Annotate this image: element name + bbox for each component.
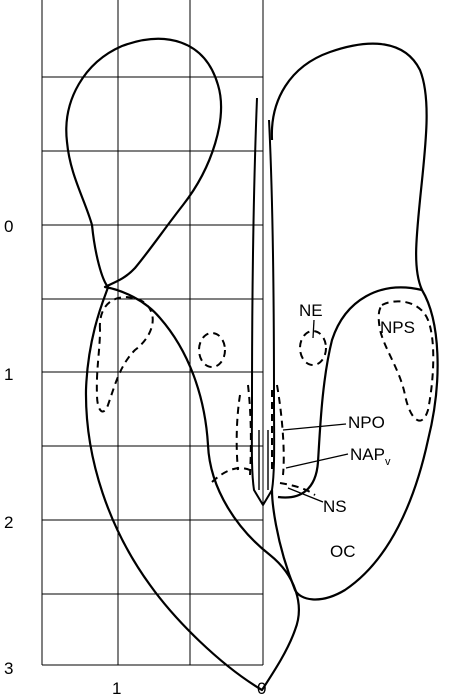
y-label-0: 0	[4, 217, 13, 236]
left-outline	[66, 39, 299, 690]
y-label-2: 2	[4, 513, 13, 532]
left-medial-nucleus	[237, 385, 251, 475]
ns-nucleus	[280, 483, 315, 495]
label-nap-main: NAP	[350, 445, 385, 464]
label-npo: NPO	[348, 413, 385, 432]
left-outer-nucleus	[97, 297, 153, 411]
label-nap-subscript: v	[385, 456, 391, 468]
left-ventral-nucleus	[212, 468, 250, 482]
label-ne: NE	[299, 301, 323, 320]
label-nap: NAPv	[350, 445, 391, 468]
y-label-1: 1	[4, 365, 13, 384]
reference-grid	[42, 0, 263, 665]
label-nps: NPS	[380, 318, 415, 337]
x-label-1: 1	[112, 679, 121, 698]
label-oc: OC	[330, 542, 356, 561]
left-small-nucleus	[199, 333, 225, 367]
y-label-3: 3	[4, 659, 13, 678]
label-ns: NS	[323, 497, 347, 516]
